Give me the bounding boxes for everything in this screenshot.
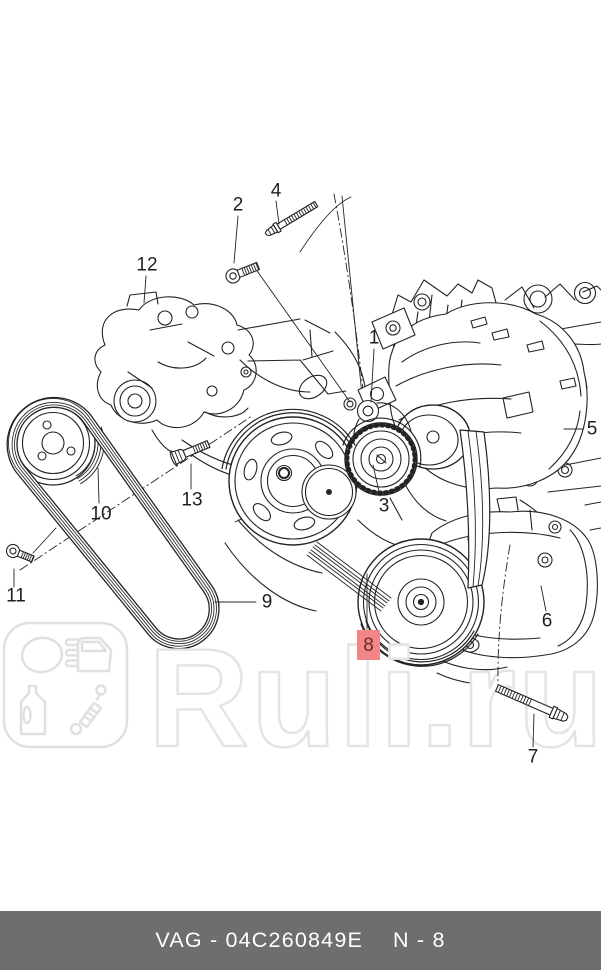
callout-8-highlight: 8 [357, 630, 380, 660]
belt-tensioner [344, 399, 418, 496]
callout-7: 7 [527, 746, 539, 768]
bolt-4 [264, 200, 319, 236]
ruli-logo [2, 621, 129, 749]
crankshaft-pulley [228, 416, 358, 546]
callout-6: 6 [541, 610, 553, 632]
catalog-part-number: VAG - 04C260849E [155, 928, 364, 952]
callout-1: 1 [368, 327, 380, 349]
oil-canister-icon [19, 684, 47, 736]
bolt-11 [5, 543, 35, 563]
vribbed-belt-9 [6, 396, 220, 650]
bolt-7-group [495, 544, 569, 748]
footer-bar: VAG - 04C260849E N - 8 [0, 911, 601, 970]
callout-4: 4 [270, 180, 282, 202]
shock-absorber-icon [69, 684, 107, 736]
alternator-sketch [357, 302, 588, 490]
callout-leader-lines [13, 200, 584, 630]
ps-pump-pulley-10 [10, 400, 105, 486]
callout-8: 8 [363, 634, 374, 656]
callout-2: 2 [232, 194, 244, 216]
ac-compressor-sketch [357, 496, 598, 666]
callout-10: 10 [90, 503, 112, 525]
callout-12: 12 [136, 254, 158, 276]
bolt-2 [225, 261, 261, 284]
page-reference: N - 8 [393, 928, 446, 952]
callout-9: 9 [261, 591, 273, 613]
bolt-13 [169, 440, 211, 467]
callout-11: 11 [6, 585, 26, 607]
callout-5: 5 [586, 418, 598, 440]
car-door-icon [76, 636, 113, 673]
power-steering-pump-sketch [94, 291, 367, 493]
callout-3: 3 [378, 495, 390, 517]
callout-13: 13 [181, 489, 203, 511]
